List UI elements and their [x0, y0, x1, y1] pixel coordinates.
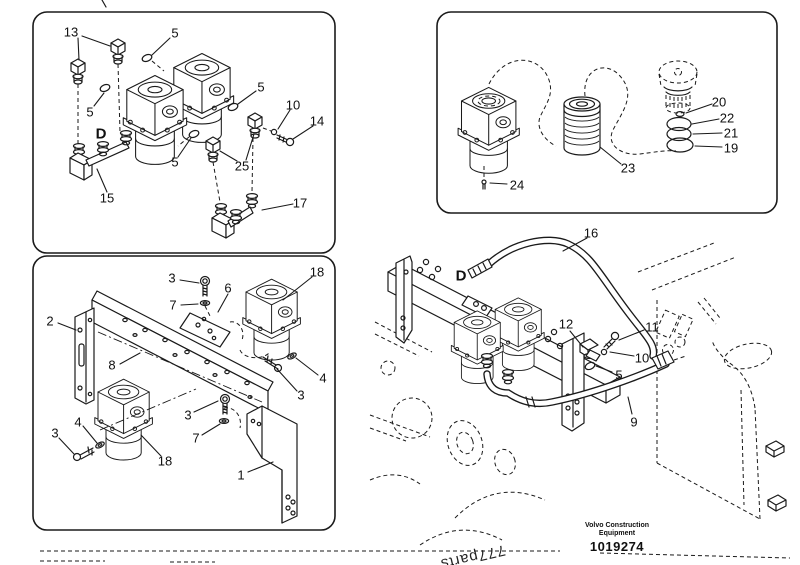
filter-element-23 — [563, 96, 601, 156]
callout-5-left: 5 — [86, 104, 94, 120]
panel-top-left-border — [32, 11, 336, 254]
callout-18-right: 18 — [309, 264, 325, 280]
callout-5-main: 5 — [615, 367, 623, 383]
plate-holes — [122, 317, 253, 400]
machine-ghost-left — [369, 321, 546, 546]
callout-23: 23 — [620, 160, 636, 176]
callout-3-top: 3 — [168, 270, 176, 286]
callout-5-top: 5 — [171, 25, 179, 41]
callout-18-left: 18 — [157, 453, 173, 469]
tube-assembly-15 — [69, 130, 133, 181]
callout-20: 20 — [711, 94, 727, 110]
callout-21: 21 — [723, 125, 739, 141]
callout-13: 13 — [63, 24, 79, 40]
callout-25: 25 — [234, 158, 250, 174]
callout-8: 8 — [108, 357, 116, 373]
callout-15: 15 — [99, 190, 115, 206]
machine-ghost-right — [40, 242, 791, 563]
panel-top-right-border — [436, 11, 778, 214]
callout-17: 17 — [292, 195, 308, 211]
callout-4-left: 4 — [74, 414, 82, 430]
callout-5-right: 5 — [257, 79, 265, 95]
panel-top-left-art — [69, 35, 314, 239]
callout-10-b: 10 — [634, 350, 650, 366]
callout-1: 1 — [237, 467, 245, 483]
callout-3-mid: 3 — [184, 407, 192, 423]
view-letter-d-detail: D — [95, 125, 107, 143]
callout-7-bottom: 7 — [192, 430, 200, 446]
cap-and-rings — [658, 60, 698, 153]
view-letter-d-main: D — [455, 267, 467, 285]
callout-6: 6 — [224, 280, 232, 296]
panel-bottom-left-art — [57, 275, 319, 524]
panel-top-right-art — [457, 59, 723, 190]
callout-9: 9 — [630, 414, 638, 430]
main-view-art — [40, 236, 791, 563]
callout-5-mid: 5 — [171, 154, 179, 170]
callout-22: 22 — [719, 110, 735, 126]
callout-2: 2 — [46, 313, 54, 329]
cabinet-hinges — [765, 440, 787, 512]
watermark-fragment-top — [101, 0, 107, 8]
hose-9 — [483, 350, 687, 408]
callout-19: 19 — [723, 140, 739, 156]
callout-16: 16 — [583, 225, 599, 241]
callout-14: 14 — [309, 113, 325, 129]
callout-24: 24 — [509, 177, 525, 193]
callout-3-left: 3 — [51, 425, 59, 441]
callout-3-right: 3 — [297, 387, 305, 403]
company-name-line1: Volvo Construction — [584, 522, 650, 529]
callout-11: 11 — [645, 319, 659, 335]
fitting-12-group — [579, 331, 620, 372]
hose-16 — [467, 236, 658, 360]
figure-number: 1019274 — [589, 539, 645, 554]
company-name-line2: Equipment — [598, 530, 636, 537]
footer-block: Volvo Construction Equipment 1019274 — [585, 522, 649, 554]
panel-bottom-left-border — [32, 255, 336, 531]
callout-10-a: 10 — [285, 97, 301, 113]
callout-4-right: 4 — [319, 370, 327, 386]
callout-12: 12 — [558, 316, 574, 332]
tube-assembly-17 — [211, 137, 259, 239]
callout-7-top: 7 — [169, 297, 177, 313]
